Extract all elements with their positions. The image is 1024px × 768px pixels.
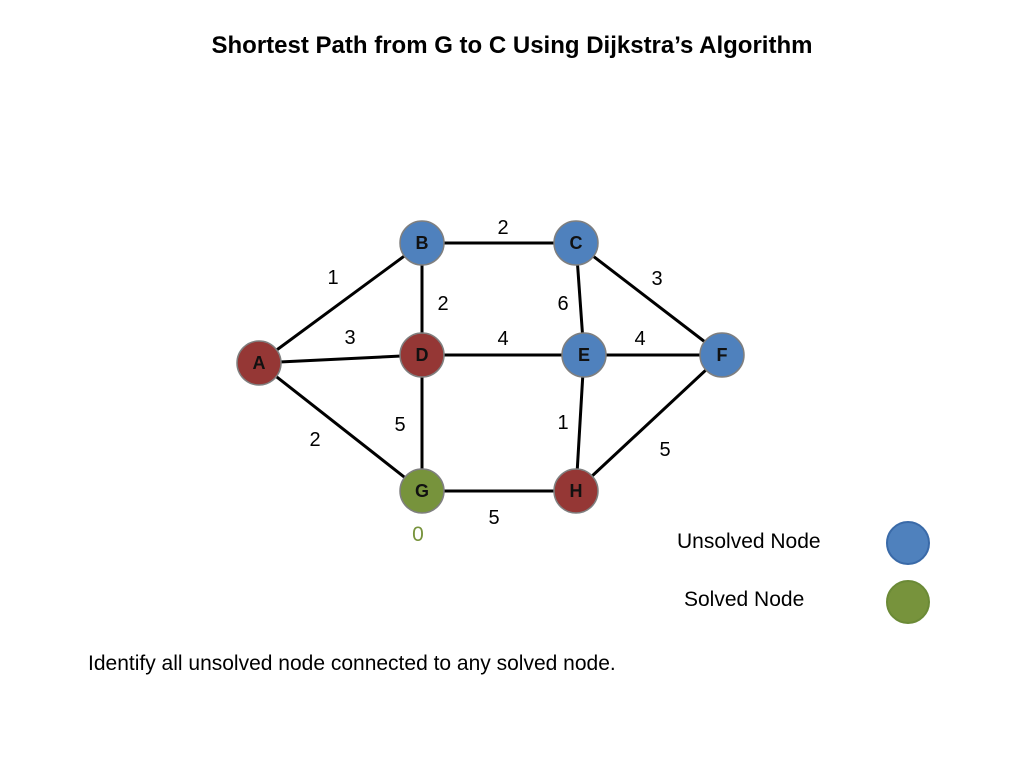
node-circle-f <box>699 332 745 378</box>
edge-a-b <box>257 241 424 365</box>
node-a: A <box>236 340 282 386</box>
node-label-d: D <box>416 345 429 365</box>
edge-weight-c-e: 6 <box>557 293 568 315</box>
node-circle-g <box>399 468 445 514</box>
edge-weight-d-e: 4 <box>497 328 508 350</box>
legend-unsolved-swatch <box>886 521 930 565</box>
node-label-c: C <box>570 233 583 253</box>
edge-weight-a-d: 3 <box>344 327 355 349</box>
edge-weight-e-f: 4 <box>634 328 645 350</box>
node-b: B <box>399 220 445 266</box>
node-label-e: E <box>578 345 590 365</box>
node-label-h: H <box>570 481 583 501</box>
node-label-g: G <box>415 481 429 501</box>
edge-weight-a-b: 1 <box>327 267 338 289</box>
node-distance-g: 0 <box>412 523 424 546</box>
edge-c-f <box>574 241 724 357</box>
node-c: C <box>553 220 599 266</box>
node-label-f: F <box>717 345 728 365</box>
edge-weight-b-d: 2 <box>437 293 448 315</box>
edge-a-d <box>257 353 424 365</box>
node-circle-b <box>399 220 445 266</box>
edge-weight-a-g: 2 <box>309 429 320 451</box>
edge-weight-e-h: 1 <box>557 412 568 434</box>
instruction-text: Identify all unsolved node connected to … <box>88 652 616 675</box>
node-circle-d <box>399 332 445 378</box>
node-circle-h <box>553 468 599 514</box>
legend-solved-swatch <box>886 580 930 624</box>
node-f: F <box>699 332 745 378</box>
edge-weight-g-h: 5 <box>488 507 499 529</box>
node-label-a: A <box>253 353 266 373</box>
edge-a-g <box>257 361 424 493</box>
legend-solved-label: Solved Node <box>684 588 805 611</box>
node-circle-a <box>236 340 282 386</box>
edge-weight-c-f: 3 <box>651 268 662 290</box>
node-label-b: B <box>416 233 429 253</box>
node-circle-c <box>553 220 599 266</box>
legend-unsolved-label: Unsolved Node <box>677 530 821 553</box>
edge-weight-d-g: 5 <box>394 414 405 436</box>
node-e: E <box>561 332 607 378</box>
edge-f-h <box>574 353 724 493</box>
node-h: H <box>553 468 599 514</box>
edge-weight-b-c: 2 <box>497 217 508 239</box>
node-circle-e <box>561 332 607 378</box>
node-d: D <box>399 332 445 378</box>
node-g: G0 <box>399 468 445 546</box>
edge-weight-f-h: 5 <box>659 439 670 461</box>
slide-title: Shortest Path from G to C Using Dijkstra… <box>211 32 813 59</box>
